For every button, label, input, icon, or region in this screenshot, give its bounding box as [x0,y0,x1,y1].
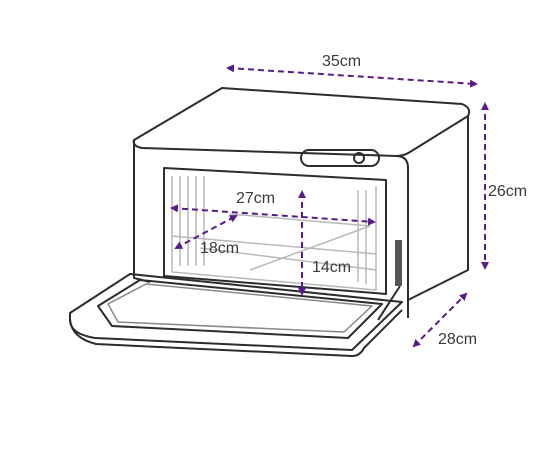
outer-width-label: 35cm [322,53,361,70]
outer-depth-label: 28cm [438,331,477,348]
open-door [69,273,403,357]
inner-width-arrow [170,204,376,226]
outer-depth-arrow [412,292,468,348]
cabinet-body [132,87,471,318]
door-outer [69,273,403,351]
control-panel-bar [300,149,380,167]
door-edge [69,309,403,357]
dimension-labels: 35cm 26cm 28cm 27cm 18cm 14cm [200,53,527,348]
outer-width-arrow [226,64,478,88]
inner-width-label: 27cm [236,190,275,207]
dimension-arrows [170,64,489,348]
control-panel [300,149,380,167]
cabinet-top-face [132,87,471,157]
door-hinge [377,240,402,321]
inner-height-label: 14cm [312,259,351,276]
cabinet-right-side [407,116,469,301]
door-inner-tray [97,279,383,339]
door-recess [107,283,373,333]
outer-height-label: 26cm [488,183,527,200]
inner-depth-label: 18cm [200,240,239,257]
power-knob-icon [353,152,365,164]
inner-depth-arrow [174,215,238,249]
cabinet-opening [163,167,387,295]
